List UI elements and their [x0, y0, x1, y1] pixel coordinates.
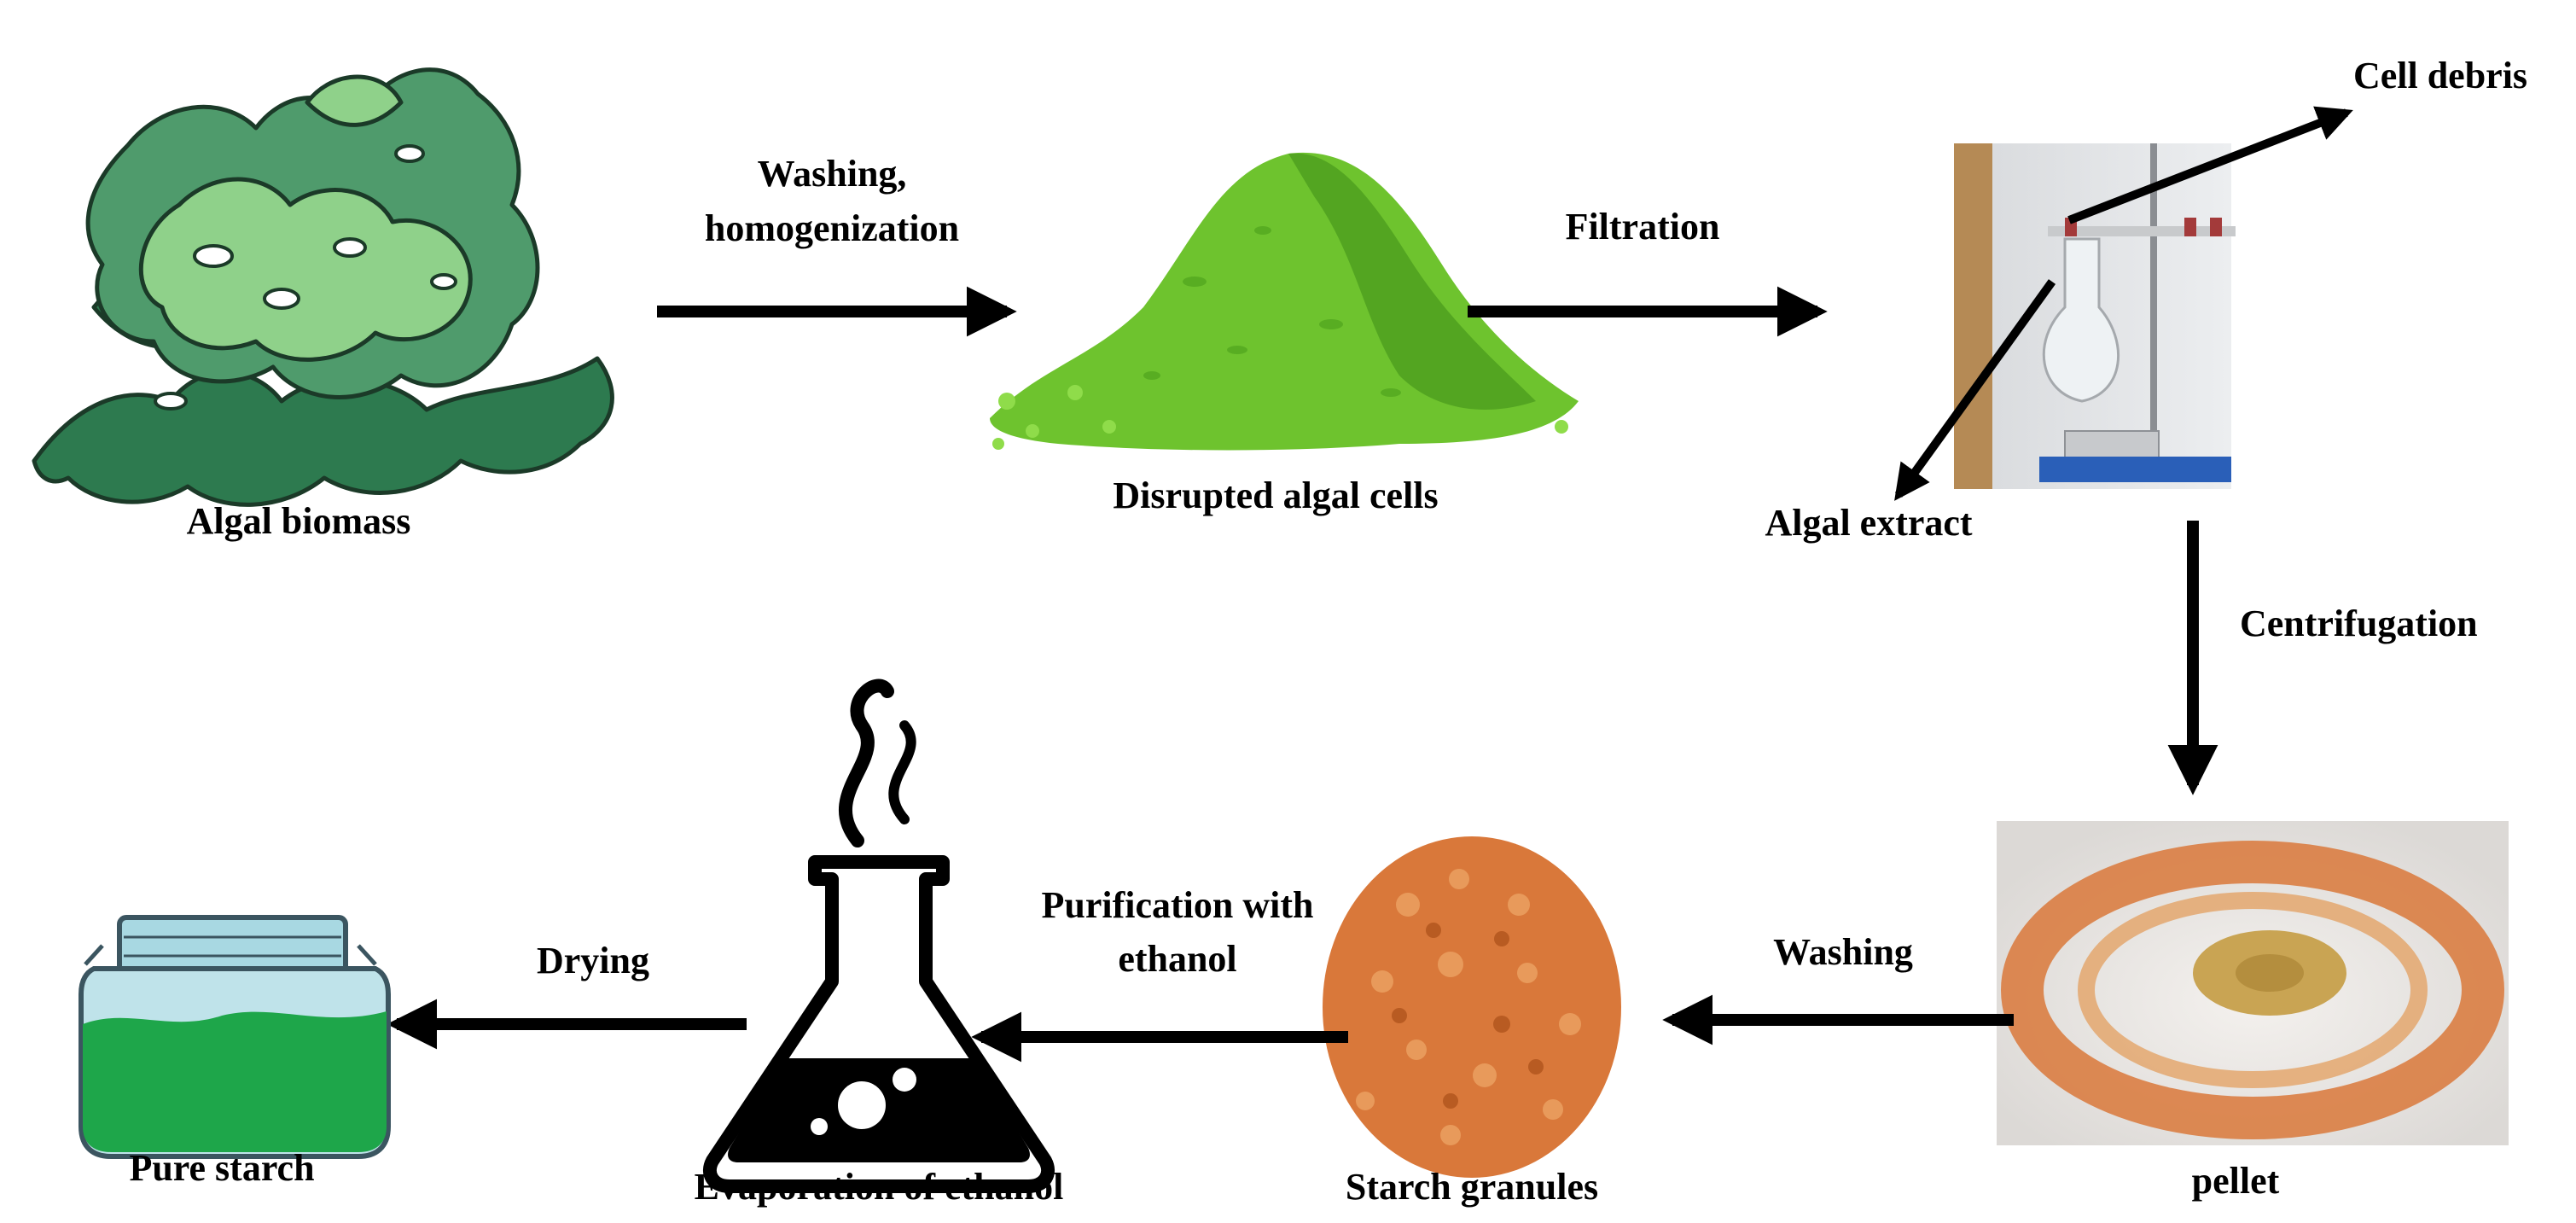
label-evaporation-of-ethanol: Evaporation of ethanol: [695, 1166, 1064, 1208]
step-purification-line2: ethanol: [1118, 938, 1236, 980]
step-filtration: Filtration: [1566, 206, 1720, 248]
step-centrifugation: Centrifugation: [2240, 603, 2478, 644]
label-starch-granules: Starch granules: [1346, 1166, 1598, 1208]
label-algal-biomass: Algal biomass: [187, 500, 411, 542]
green-powder-pile-icon: [990, 152, 1579, 451]
arrow-cell-debris: [2067, 106, 2353, 224]
label-pure-starch: Pure starch: [129, 1147, 314, 1189]
step-washing-homogenization-line1: Washing,: [758, 153, 907, 195]
step-drying: Drying: [537, 940, 649, 981]
label-pellet: pellet: [2192, 1160, 2280, 1202]
step-washing: Washing: [1773, 931, 1913, 973]
orange-powder-icon: [1997, 821, 2509, 1145]
label-cell-debris: Cell debris: [2353, 55, 2527, 96]
seaweed-icon: [32, 67, 614, 507]
step-washing-homogenization-line2: homogenization: [705, 207, 959, 249]
erlenmeyer-flask-icon: [702, 678, 1055, 1193]
filtration-apparatus-icon: [1954, 143, 2236, 489]
arrow-algal-extract: [1894, 279, 2056, 501]
jar-icon: [79, 915, 391, 1159]
label-algal-extract: Algal extract: [1765, 502, 1972, 544]
label-disrupted-algal-cells: Disrupted algal cells: [1113, 475, 1438, 516]
step-purification-line1: Purification with: [1042, 884, 1314, 926]
starch-granules-icon: [1323, 836, 1621, 1178]
